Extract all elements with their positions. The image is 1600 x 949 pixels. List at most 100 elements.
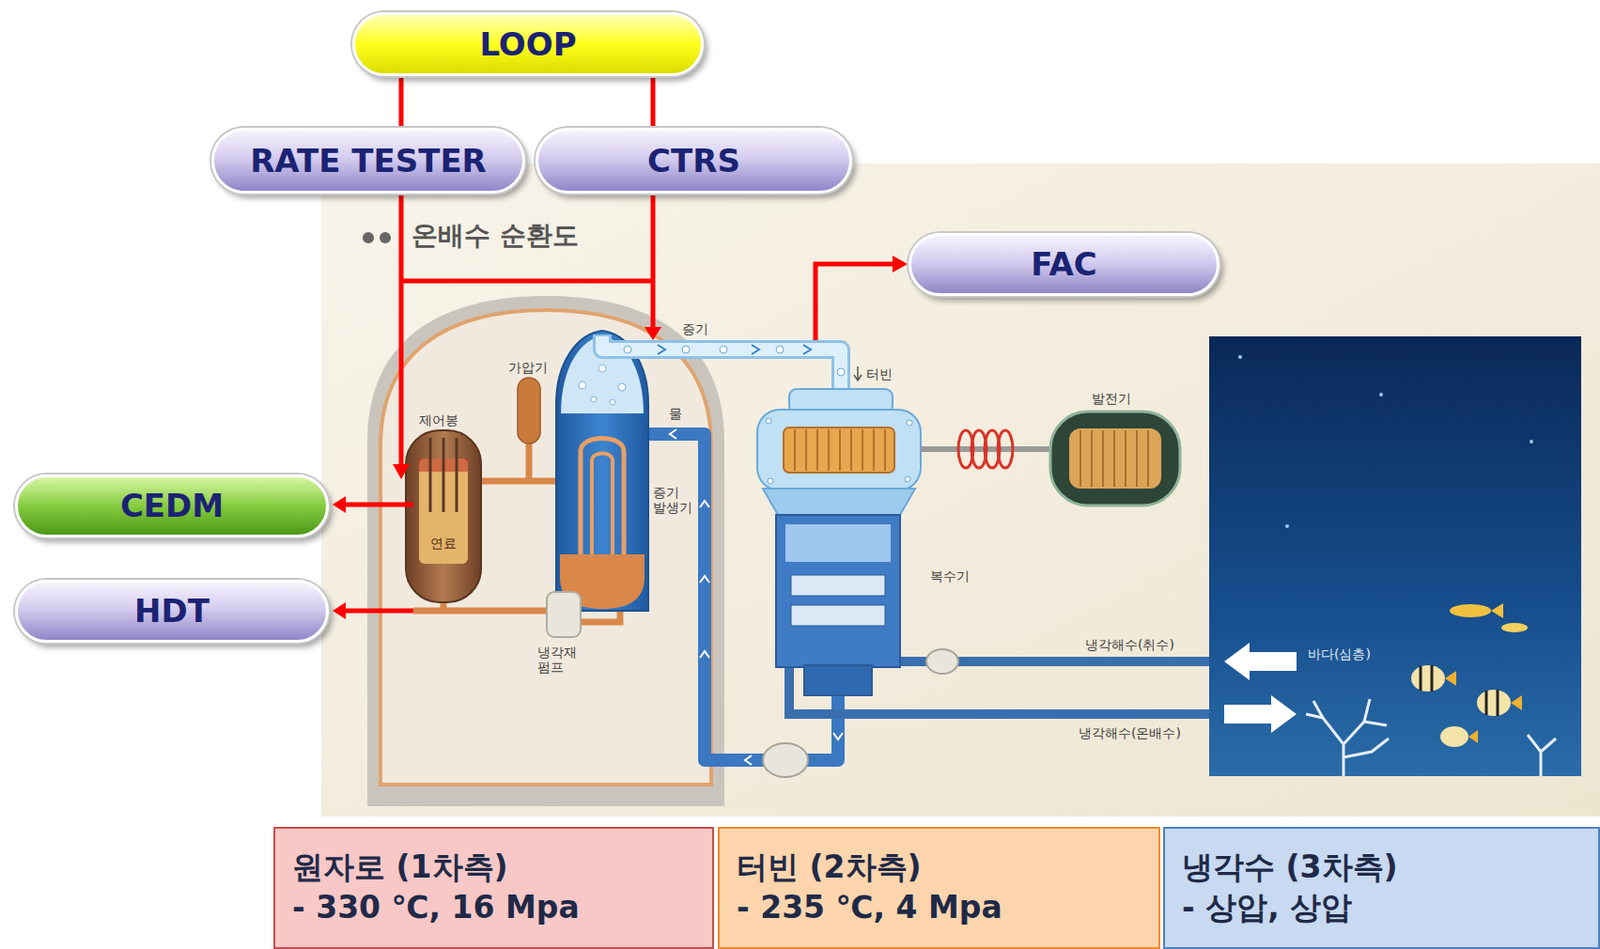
pressurizer xyxy=(517,377,541,444)
sea xyxy=(1209,336,1582,777)
fish xyxy=(1510,695,1523,711)
illustration-ground xyxy=(321,163,1600,817)
rotor-blade xyxy=(794,429,886,471)
reactor-band: 원자로 (1차측)- 330 ℃, 16 Mpa xyxy=(273,826,715,949)
control-rod xyxy=(429,437,433,513)
red-arrowhead xyxy=(644,326,662,341)
steam-generator xyxy=(556,330,649,611)
band-heading: 원자로 (1차측) xyxy=(292,847,509,888)
fish xyxy=(1411,665,1445,692)
condenser-steam xyxy=(785,524,891,562)
band-heading: 터빈 (2차측) xyxy=(736,847,922,888)
part-label: 물 xyxy=(668,405,683,421)
generator-winding xyxy=(1080,430,1149,487)
steam-bubble xyxy=(578,381,587,389)
fish xyxy=(1444,670,1457,686)
steam-bubble xyxy=(590,396,597,403)
sea-dot xyxy=(1238,355,1243,359)
coolant-pump xyxy=(546,591,581,637)
sea-dot xyxy=(1285,524,1290,529)
containment-building xyxy=(367,295,725,807)
part-label: 제어봉 xyxy=(419,412,459,428)
steam-pipe xyxy=(602,334,862,393)
steam-generator xyxy=(556,330,649,611)
turbine-band: 터빈 (2차측)- 235 ℃, 4 Mpa xyxy=(717,826,1161,949)
steam-bubble xyxy=(623,345,632,354)
exciter-coil xyxy=(997,430,1013,468)
ctrs-pill: CTRS xyxy=(535,127,853,194)
part-label: 터빈 xyxy=(866,366,893,382)
diagram-title: 온배수 순환도 xyxy=(411,219,579,252)
sea xyxy=(1209,336,1582,777)
generator-winding xyxy=(1069,428,1162,489)
red-leader-line xyxy=(399,279,655,284)
pill-label: CTRS xyxy=(647,141,741,181)
generator xyxy=(920,411,1181,506)
turbine-rotor xyxy=(783,427,895,473)
steam-bubble xyxy=(776,345,784,354)
fac-pill: FAC xyxy=(908,233,1220,296)
steam-bubble xyxy=(904,476,911,482)
pill-label: LOOP xyxy=(479,25,576,64)
red-leader-line xyxy=(815,264,895,341)
u-tube xyxy=(580,438,624,556)
discharge-arrow xyxy=(1224,695,1297,733)
reactor-vessel xyxy=(405,430,482,603)
discharge-pipe xyxy=(789,665,1210,715)
feedwater-pump xyxy=(762,743,808,777)
title-bullet xyxy=(362,232,374,244)
part-label: 연료 xyxy=(430,535,457,551)
control-rod xyxy=(442,437,446,513)
steam-pipe xyxy=(602,334,841,393)
fish xyxy=(1501,622,1528,633)
part-label: 증기 xyxy=(682,321,709,337)
containment-liner xyxy=(380,310,712,785)
part-label: 냉각해수(취수) xyxy=(1085,636,1175,653)
fish xyxy=(1440,726,1469,747)
red-leader-line xyxy=(343,608,414,614)
u-tube xyxy=(591,453,613,556)
condenser xyxy=(776,514,901,668)
sea-dot xyxy=(1529,439,1534,444)
illustration-ground xyxy=(321,163,1600,817)
coral xyxy=(1305,699,1389,777)
fish xyxy=(1420,665,1432,692)
surge-line-pipe xyxy=(526,443,533,482)
fish xyxy=(1486,689,1498,716)
part-label: 복수기 xyxy=(930,568,970,584)
part-label: 증기 발생기 xyxy=(652,484,699,515)
coolant-band: 냉각수 (3차측)- 상압, 상압 xyxy=(1163,826,1600,949)
steam-bubble xyxy=(767,478,774,484)
part-label: 가압기 xyxy=(508,359,548,375)
part-label: 발전기 xyxy=(1091,390,1132,406)
cedm-pill: CEDM xyxy=(15,474,329,538)
red-arrowhead xyxy=(392,464,410,480)
part-label: 냉각재 펌프 xyxy=(537,644,583,675)
red-leader-line xyxy=(332,193,908,620)
condenser-tube xyxy=(791,574,886,596)
steam-bubble xyxy=(598,364,606,373)
band-heading: 냉각수 (3차측) xyxy=(1181,847,1399,888)
band-spec: - 상압, 상압 xyxy=(1181,887,1352,929)
rate-tester-pill: RATE TESTER xyxy=(211,127,526,194)
steam-bubble xyxy=(618,383,626,391)
part-label: 바다(심층) xyxy=(1307,646,1371,662)
band-spec: - 330 ℃, 16 Mpa xyxy=(292,887,580,929)
loop-pill: LOOP xyxy=(352,12,704,77)
hdt-pill: HDT xyxy=(15,579,329,643)
reactor-vessel xyxy=(405,430,482,603)
part-label: 냉각해수(온배수) xyxy=(1078,725,1181,741)
red-arrowhead xyxy=(892,255,908,273)
turbine-exhaust xyxy=(762,488,916,515)
cold-leg-pipe xyxy=(413,607,547,615)
intake-arrow xyxy=(1224,642,1297,681)
steam-bubble xyxy=(837,368,845,376)
steam-bubble xyxy=(765,418,772,424)
intake-pump xyxy=(926,649,959,674)
band-spec: - 235 ℃, 4 Mpa xyxy=(736,887,1003,929)
pill-label: FAC xyxy=(1030,245,1098,284)
pill-label: RATE TESTER xyxy=(249,141,487,181)
hotwell xyxy=(804,665,872,696)
coolant-pump xyxy=(546,591,581,637)
